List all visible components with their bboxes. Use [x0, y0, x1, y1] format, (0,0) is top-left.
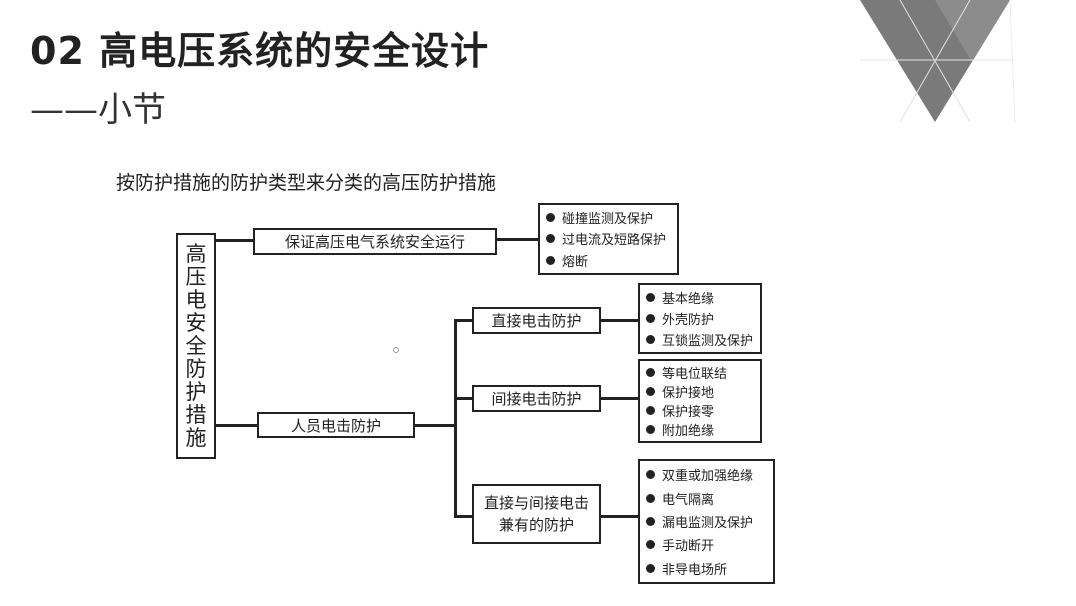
bullet-icon [646, 314, 655, 323]
bullet-icon [546, 255, 555, 265]
list-item: 基本绝缘 [646, 288, 754, 307]
branch-safe-operation: 保证高压电气系统安全运行 [253, 228, 497, 255]
list-item: 双重或加强绝缘 [646, 465, 767, 484]
root-char: 防 [185, 356, 207, 381]
root-char: 安 [185, 310, 207, 335]
root-char: 电 [185, 287, 207, 312]
bullet-icon [646, 387, 655, 396]
bullet-icon [646, 368, 655, 377]
bullet-icon [646, 425, 655, 434]
root-char: 压 [185, 264, 207, 289]
connector-trunk-direct [454, 319, 474, 322]
list-item: 附加绝缘 [646, 420, 754, 439]
decorative-triangle-icon [860, 0, 1016, 123]
node-combined-protection: 直接与间接电击 兼有的防护 [472, 484, 601, 544]
list-indirect-protection: 等电位联结 保护接地 保护接零 附加绝缘 [638, 359, 762, 443]
list-item: 外壳防护 [646, 309, 754, 328]
bullet-icon [646, 293, 655, 302]
diagram-caption: 按防护措施的防护类型来分类的高压防护措施 [116, 172, 497, 194]
connector-root-branch2 [214, 424, 258, 427]
list-item: 等电位联结 [646, 363, 754, 382]
list-item: 熔断 [546, 251, 671, 270]
bullet-icon [546, 234, 555, 244]
connector-branch1-list [496, 238, 540, 241]
list-item: 保护接地 [646, 382, 754, 401]
root-char: 护 [185, 379, 207, 404]
list-item: 互锁监测及保护 [646, 330, 754, 349]
page-subtitle: ——小节 [30, 90, 166, 130]
branch-personnel-protection: 人员电击防护 [257, 412, 415, 438]
node-indirect-protection: 间接电击防护 [472, 385, 601, 412]
connector-trunk-both [454, 515, 474, 518]
connector-trunk-indirect [454, 397, 474, 400]
connector-both-list [599, 515, 639, 518]
list-item: 漏电监测及保护 [646, 512, 767, 531]
list-safe-operation: 碰撞监测及保护 过电流及短路保护 熔断 [538, 203, 679, 275]
list-item: 过电流及短路保护 [546, 229, 671, 248]
node-direct-protection: 直接电击防护 [472, 307, 601, 334]
list-direct-protection: 基本绝缘 外壳防护 互锁监测及保护 [638, 283, 762, 354]
bullet-icon [546, 213, 555, 223]
list-item: 手动断开 [646, 535, 767, 554]
list-item: 保护接零 [646, 401, 754, 420]
bullet-icon [646, 493, 655, 503]
combined-label-line1: 直接与间接电击 [483, 494, 589, 512]
list-item: 电气隔离 [646, 489, 767, 508]
bullet-icon [646, 470, 655, 480]
bullet-icon [646, 406, 655, 415]
connector-direct-list [599, 319, 639, 322]
list-item: 碰撞监测及保护 [546, 208, 671, 227]
bullet-icon [646, 540, 655, 550]
root-char: 高 [185, 241, 207, 266]
bullet-icon [646, 516, 655, 526]
bullet-icon [646, 335, 655, 344]
stray-dot [393, 347, 399, 353]
connector-branch2-trunk [414, 424, 456, 427]
list-combined-protection: 双重或加强绝缘 电气隔离 漏电监测及保护 手动断开 非导电场所 [638, 459, 775, 584]
root-node: 高 压 电 安 全 防 护 措 施 [176, 233, 216, 459]
root-char: 施 [185, 425, 207, 450]
connector-indirect-list [599, 397, 639, 400]
list-item: 非导电场所 [646, 559, 767, 578]
root-char: 全 [185, 333, 207, 358]
bullet-icon [646, 563, 655, 573]
combined-label-line2: 兼有的防护 [498, 516, 574, 534]
connector-trunk-vertical [454, 319, 457, 518]
connector-root-branch1 [214, 239, 254, 242]
root-char: 措 [185, 402, 207, 427]
page-title: 02 高电压系统的安全设计 [30, 29, 490, 73]
